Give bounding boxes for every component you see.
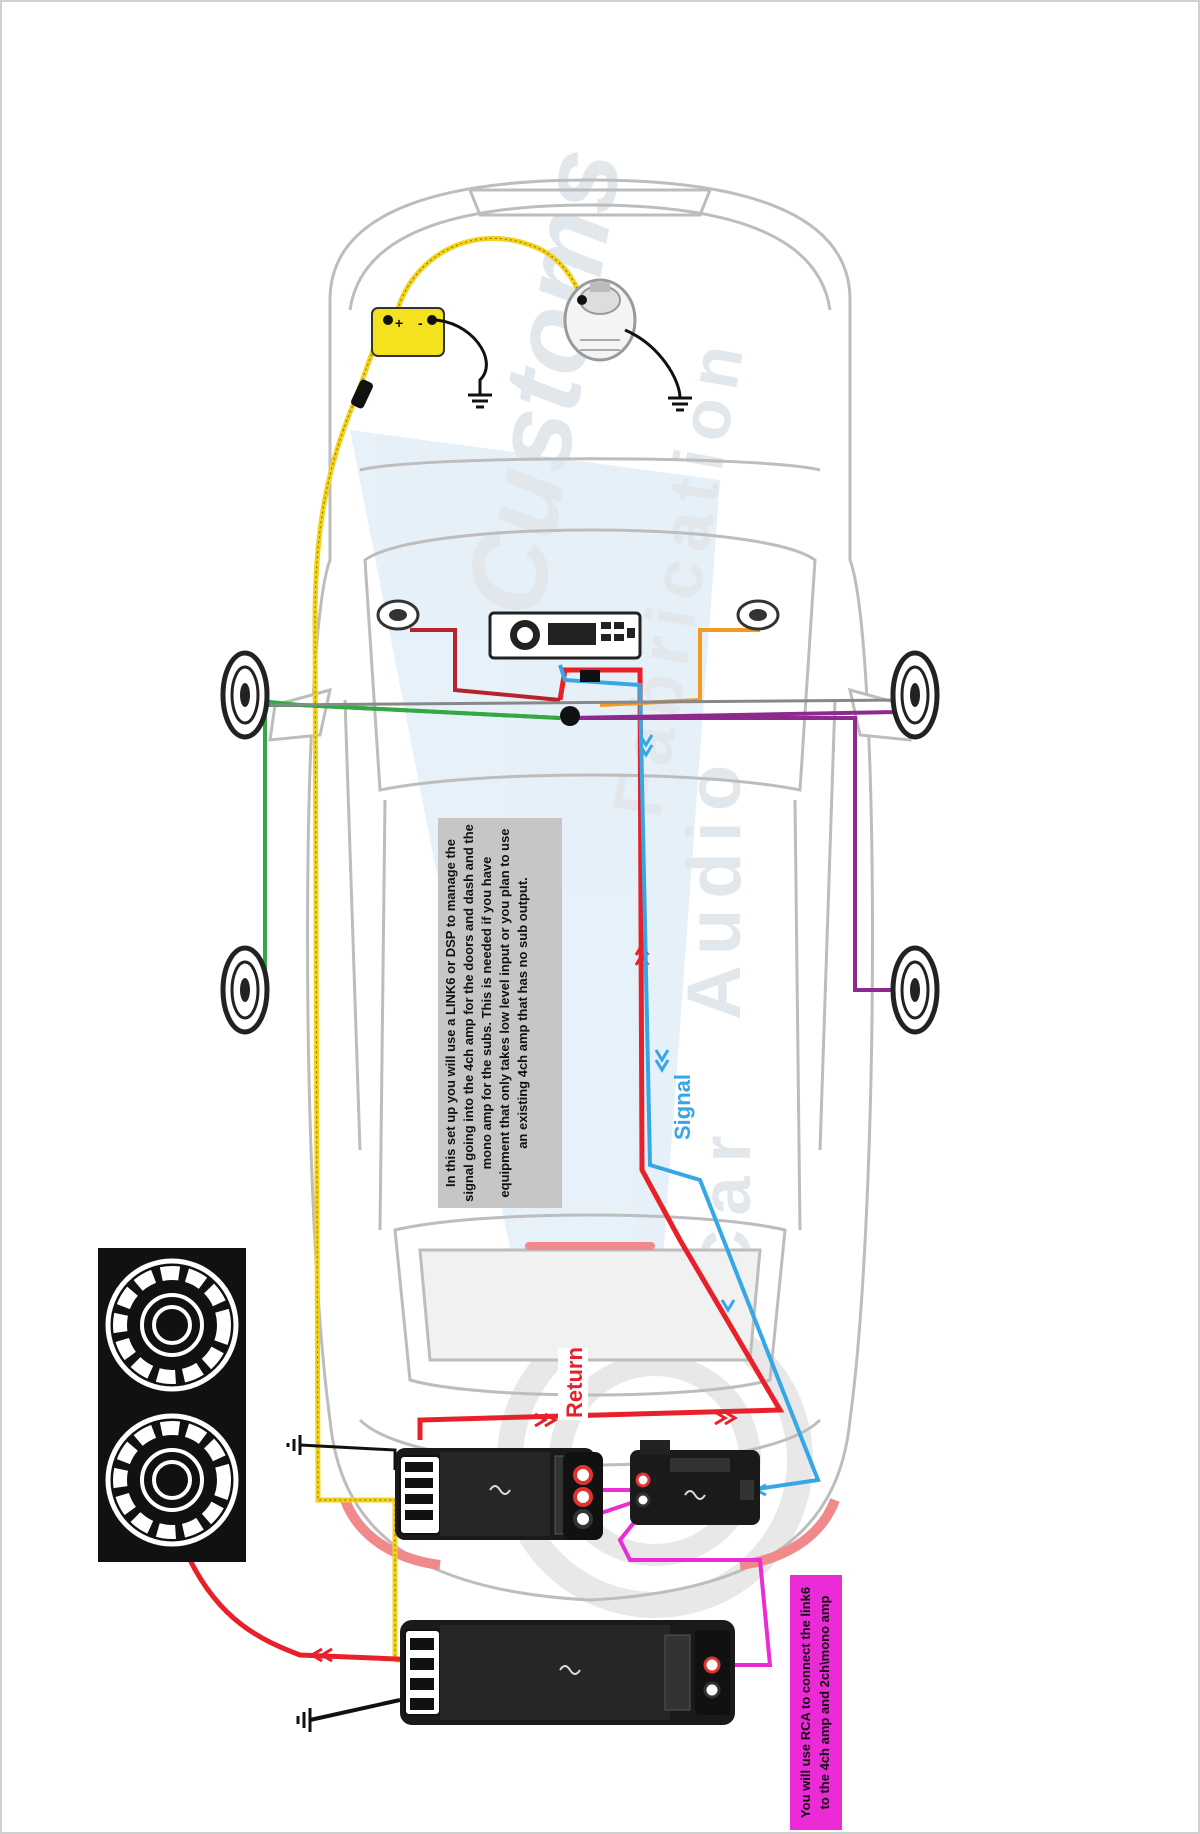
- signal-tap-connector: [580, 670, 600, 682]
- return-wire: [187, 667, 785, 1663]
- harness-junction: [560, 706, 580, 726]
- alternator-icon: [563, 278, 637, 362]
- return-label: Return: [562, 1347, 587, 1418]
- speaker-icon: [220, 650, 270, 740]
- battery-plus-label: +: [395, 315, 403, 331]
- head-unit-icon: [488, 611, 642, 660]
- speaker-icon: [890, 650, 940, 740]
- battery-ground-wire: [431, 318, 488, 385]
- signal-arrows: [638, 734, 767, 1497]
- taillight-left: [340, 1498, 441, 1570]
- amplifier-icon: [400, 1620, 735, 1725]
- return-label-bg: [558, 1348, 588, 1420]
- ground-icon: [668, 396, 692, 412]
- dash-left-wire: [410, 628, 561, 702]
- rca-note: You will use RCA to connect the link6 to…: [790, 1575, 842, 1830]
- ground-icon: [286, 1435, 302, 1455]
- taillight-right: [739, 1498, 840, 1570]
- subwoofer-icon: [105, 1413, 239, 1547]
- mono-amp-ground-wire: [309, 1698, 401, 1722]
- car-outline: [306, 178, 874, 1602]
- subwoofer-box: [98, 1248, 246, 1562]
- third-brake-light: [525, 1242, 655, 1250]
- rca-block: [563, 1452, 603, 1540]
- ground-icon: [296, 1708, 312, 1732]
- speaker-icon: [736, 599, 780, 631]
- speaker-icon: [890, 945, 940, 1035]
- battery-icon: + -: [371, 307, 445, 357]
- alternator-ground-wire: [624, 328, 682, 399]
- ground-icon: [468, 385, 492, 409]
- rca-note-text: You will use RCA to connect the link6 to…: [798, 1586, 832, 1819]
- signal-label: Signal: [670, 1074, 695, 1140]
- watermark-line3: Audio: [672, 755, 757, 1020]
- amplifier-icon: [395, 1448, 595, 1540]
- main-note: In this set up you will use a LINK6 or D…: [438, 818, 562, 1208]
- battery-minus-label: -: [418, 315, 423, 331]
- right-door-wire: [569, 710, 901, 992]
- dsp-icon: [630, 1440, 760, 1525]
- main-note-text: In this set up you will use a LINK6 or D…: [443, 824, 530, 1202]
- speaker-icon: [220, 945, 270, 1035]
- speaker-icon: [376, 599, 420, 631]
- fuse-icon: [351, 379, 373, 409]
- door-harness: [269, 698, 901, 707]
- subwoofer-icon: [105, 1258, 239, 1392]
- amp-ground-wire: [299, 1443, 397, 1470]
